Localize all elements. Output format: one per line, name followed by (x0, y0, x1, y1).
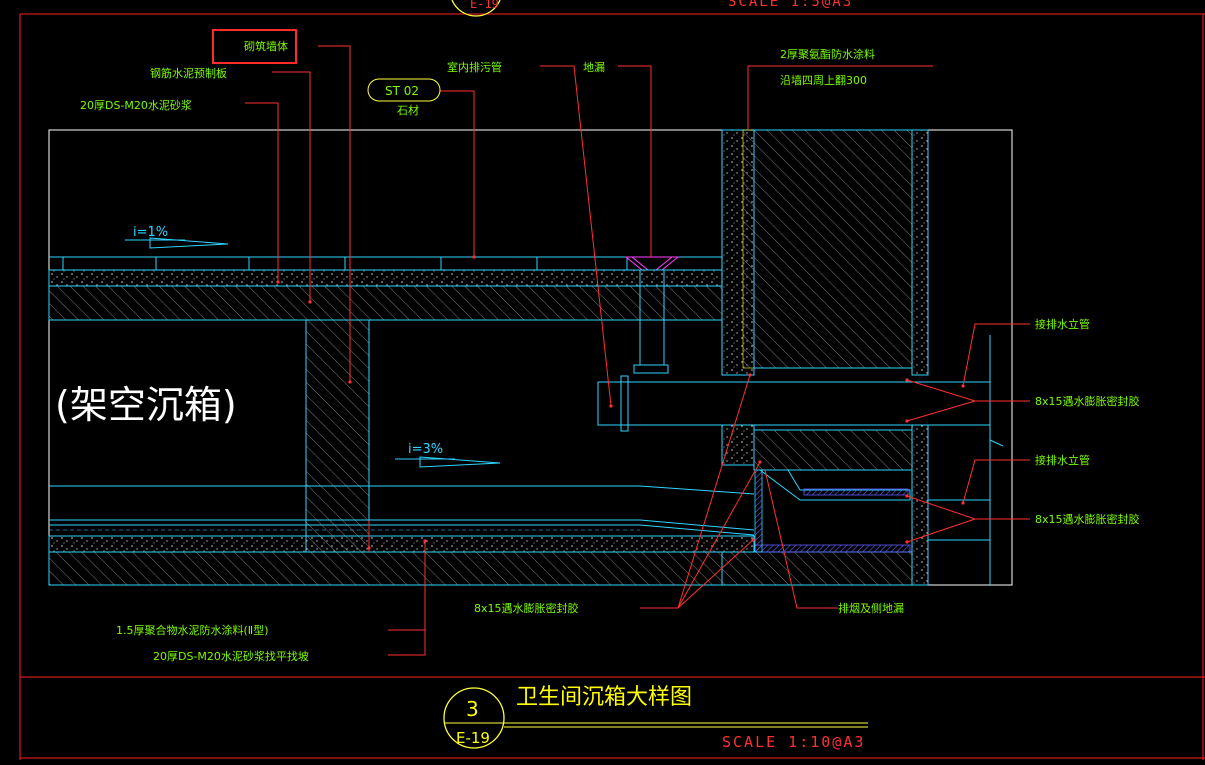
masonry-support-wall (305, 319, 370, 553)
center-label: (架空沉箱) (55, 383, 237, 427)
label-masonry-wall: 砌筑墙体 (244, 39, 288, 53)
label-indoor-drain-pipe: 室内排污管 (447, 60, 502, 74)
material-tag-code: ST 02 (385, 84, 419, 98)
main-title: 卫生间沉箱大样图 (516, 685, 692, 710)
label-connect-riser-2: 接排水立管 (1035, 453, 1090, 467)
label-sealant-1: 8x15遇水膨胀密封胶 (1035, 394, 1140, 408)
label-floor-drain: 地漏 (583, 61, 605, 74)
side-drain-trap (754, 469, 990, 553)
label-polymer-coating: 1.5厚聚合物水泥防水涂料(Ⅱ型) (116, 623, 269, 637)
label-wall-upturn: 沿墙四周上翻300 (780, 73, 867, 87)
title-symbol (443, 687, 868, 749)
slope-lower-label: i=3% (408, 442, 443, 457)
slope-upper-label: i=1% (133, 225, 168, 240)
leader-lines (245, 45, 1030, 656)
sheet-ref: E-19 (456, 729, 490, 747)
floor-drain-body (624, 256, 680, 374)
bottom-slab (48, 485, 755, 586)
label-mortar-20: 20厚DS-M20水泥砂浆 (80, 98, 192, 112)
highlight-box[interactable] (212, 29, 297, 64)
detail-number: 3 (466, 697, 479, 721)
label-sealant-bottom: 8x15遇水膨胀密封胶 (474, 601, 579, 615)
label-mortar-leveling: 20厚DS-M20水泥砂浆找平找坡 (153, 649, 309, 663)
slope-arrow-lower (395, 456, 501, 468)
top-ref-partial: E-19 (470, 0, 499, 11)
sheet-frame (19, 0, 1205, 760)
label-sealant-2: 8x15遇水膨胀密封胶 (1035, 512, 1140, 526)
slope-arrow-upper (125, 237, 229, 249)
leader-dots (276, 255, 965, 550)
material-tag (367, 78, 441, 102)
drawing-scale: SCALE 1:10@A3 (722, 733, 865, 751)
label-precast-slab: 钢筋水泥预制板 (150, 66, 227, 80)
label-connect-riser-1: 接排水立管 (1035, 317, 1090, 331)
label-waterproof-coating: 2厚聚氨酯防水涂料 (780, 47, 875, 61)
label-side-drain: 排烟及侧地漏 (838, 601, 904, 615)
right-wall (721, 129, 929, 586)
upper-floor-slab (48, 256, 723, 321)
top-scale-partial: SCALE 1:5@A3 (728, 0, 853, 10)
material-tag-name: 石材 (397, 103, 419, 117)
